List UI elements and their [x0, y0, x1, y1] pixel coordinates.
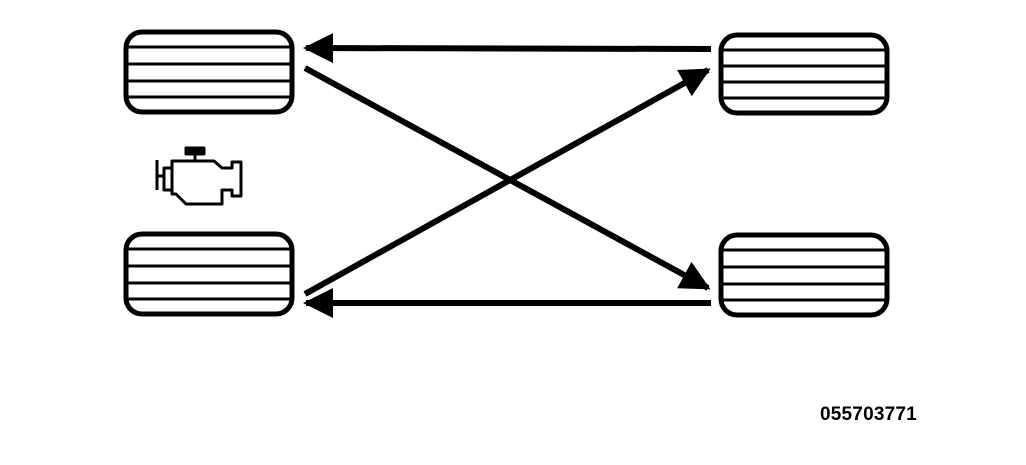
- engine-icon: [155, 146, 243, 206]
- arrow-rear-left-to-front-right: [303, 67, 711, 297]
- tire-rear-left: [123, 231, 295, 317]
- figure-code: 055703771: [820, 404, 917, 425]
- arrow-front-right-to-front-left: [303, 33, 712, 64]
- tire-front-left: [123, 29, 295, 115]
- tire-front-right: [718, 32, 890, 116]
- tire-rear-right: [718, 232, 890, 318]
- arrow-front-left-to-rear-right: [303, 65, 711, 291]
